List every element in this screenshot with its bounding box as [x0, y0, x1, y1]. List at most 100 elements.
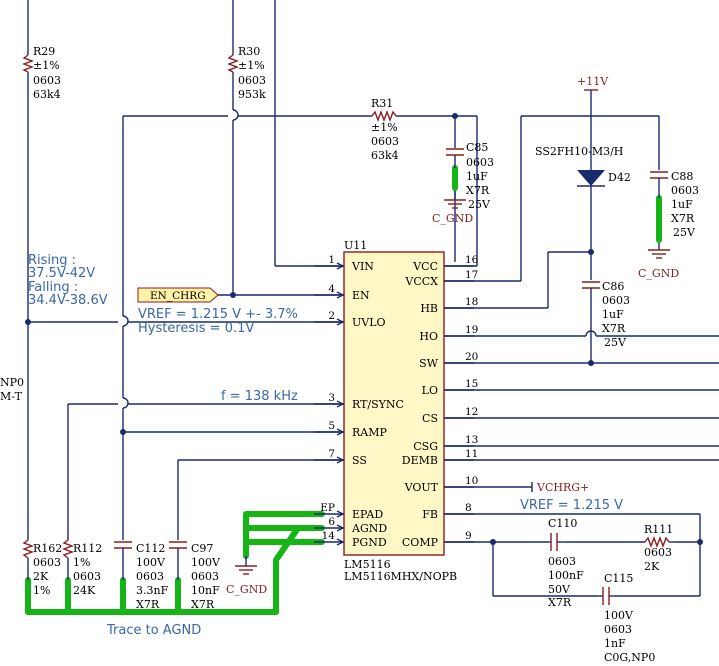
power-11v-label: +11V — [577, 75, 609, 88]
pin-number: 8 — [465, 502, 472, 514]
c112-label: C112 100V 0603 3.3nF X7R — [136, 542, 169, 611]
left-partial-labels: NP0 M-T — [0, 376, 24, 403]
c110-label: C110 0603 100nF 50V X7R — [548, 517, 584, 609]
r30-package: 0603 — [238, 74, 266, 87]
ic-pin-ss: SS 7 — [314, 448, 367, 467]
note-frequency: f = 138 kHz — [221, 389, 298, 404]
note-rising: Rising : — [28, 253, 76, 268]
pin-name: VCCX — [404, 275, 438, 288]
c86-voltage: 25V — [604, 336, 627, 349]
r31-ref: R31 — [371, 97, 393, 110]
r31-tolerance: ±1% — [371, 121, 398, 134]
resistor-symbols — [22, 54, 675, 580]
c97-ref: C97 — [191, 542, 213, 555]
pin-name: SS — [352, 454, 367, 467]
pin-number: 3 — [328, 392, 335, 404]
capacitor-symbols — [114, 148, 668, 605]
c112-dielectric: X7R — [136, 598, 160, 611]
design-notes: Rising : 37.5V-42V Falling : 34.4V-38.6V… — [28, 253, 623, 638]
c85-ref: C85 — [466, 141, 488, 154]
r30-value: 953k — [238, 88, 266, 101]
c88-value: 1uF — [671, 198, 693, 211]
c86-ref: C86 — [602, 280, 624, 293]
pin-number: 11 — [465, 448, 478, 460]
pin-name: EN — [352, 289, 370, 302]
c112-ref: C112 — [136, 542, 165, 555]
c85-package: 0603 — [466, 156, 494, 169]
c88-label: C88 0603 1uF X7R 25V — [671, 170, 699, 239]
pin-name: EPAD — [352, 508, 383, 521]
pin-name: UVLO — [352, 316, 386, 329]
pin-number: 15 — [465, 378, 478, 390]
ic-pin-vout: VOUT 10 — [404, 475, 479, 494]
ic-part-full: LM5116MHX/NOPB — [344, 570, 457, 583]
c115-package: 0603 — [604, 623, 632, 636]
c88-package: 0603 — [671, 184, 699, 197]
pin-name: SW — [419, 357, 439, 370]
pin-name: VCC — [412, 260, 438, 273]
pin-number: 12 — [465, 406, 478, 418]
c110-package: 0603 — [548, 555, 576, 568]
c112-value: 3.3nF — [136, 584, 169, 597]
r111-label: R111 0603 2K — [644, 523, 673, 573]
r30-ref: R30 — [238, 45, 260, 58]
note-falling: Falling : — [28, 280, 78, 295]
pin-number: 7 — [328, 448, 335, 460]
c97-voltage: 100V — [191, 556, 221, 569]
pin-number: 10 — [465, 475, 478, 487]
c85-gnd-label: C_GND — [432, 212, 473, 225]
pin-arrow — [336, 456, 345, 464]
note-vref-fb: VREF = 1.215 V — [520, 498, 623, 513]
en-chrg-port: EN_CHRG — [137, 287, 219, 303]
ground-symbols — [235, 199, 670, 575]
r112-value: 24K — [73, 584, 96, 597]
note-hysteresis: Hysteresis = 0.1V — [138, 321, 254, 336]
pin-arrow — [336, 510, 345, 518]
d42-ref: D42 — [608, 171, 631, 184]
c115-label: C115 100V 0603 1nF C0G,NP0 — [604, 572, 655, 664]
pin-number: 16 — [465, 254, 479, 266]
vchrg-net-label: VCHRG+ — [536, 481, 589, 494]
pin-name: VOUT — [404, 481, 439, 494]
c88-dielectric: X7R — [671, 212, 695, 225]
pin-arrow — [336, 428, 345, 436]
pin-number: 2 — [328, 310, 335, 322]
c85-voltage: 25V — [468, 198, 491, 211]
pin-name: PGND — [352, 536, 387, 549]
pin-name: CS — [422, 412, 438, 425]
c110-ref: C110 — [548, 517, 577, 530]
pin-name: LO — [422, 384, 438, 397]
c110-value: 100nF — [548, 569, 584, 582]
pin-name: AGND — [351, 522, 387, 535]
c85-value: 1uF — [466, 170, 488, 183]
pin-arrow — [336, 400, 345, 408]
pin-number: 20 — [465, 351, 478, 363]
pin-arrow — [336, 318, 345, 326]
pin-arrow — [336, 524, 345, 532]
c88-ref: C88 — [671, 170, 693, 183]
ic-pin-epad: EPAD EP — [314, 502, 383, 521]
r31-package: 0603 — [371, 135, 399, 148]
r111-ref: R111 — [644, 523, 673, 536]
d42-label: SS2FH10-M3/H D42 — [535, 145, 631, 184]
ic-u11: U11 LM5116 LM5116MHX/NOPB VIN1EN4UVLO2RT… — [314, 239, 479, 583]
diode-d42 — [577, 170, 605, 187]
note-rising-value: 37.5V-42V — [28, 266, 95, 281]
ground-icon — [235, 556, 257, 575]
pin-arrow — [336, 262, 345, 270]
pin-number: 1 — [328, 254, 335, 266]
c115-voltage: 100V — [604, 609, 634, 622]
c115-dielectric: C0G,NP0 — [604, 651, 655, 664]
r29-value: 63k4 — [33, 88, 61, 101]
c115-value: 1nF — [604, 637, 626, 650]
d42-part: SS2FH10-M3/H — [535, 145, 623, 158]
pin-name: DEMB — [402, 454, 438, 467]
pin-number: EP — [320, 502, 335, 514]
c115-ref: C115 — [604, 572, 633, 585]
en-chrg-label: EN_CHRG — [150, 290, 206, 302]
